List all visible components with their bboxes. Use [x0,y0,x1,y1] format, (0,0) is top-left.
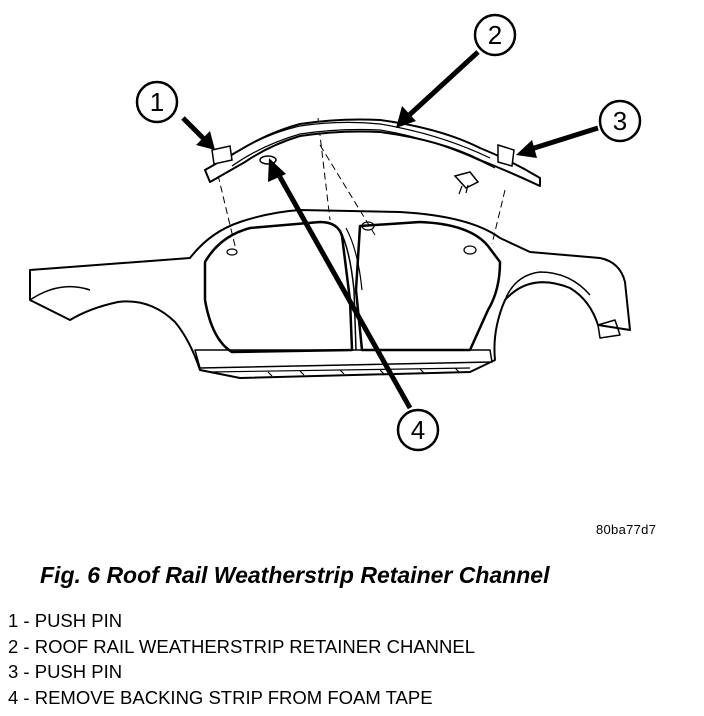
alignment-lines [217,117,506,251]
svg-text:1: 1 [150,87,164,117]
push-pin-left [211,145,233,165]
callout-2: 2 [473,13,517,57]
callout-4: 4 [396,408,440,452]
push-pin-loose [453,171,480,195]
body-side-panel [29,209,631,379]
legend-item: 2 - ROOF RAIL WEATHERSTRIP RETAINER CHAN… [8,635,476,657]
roof-rail-retainer-channel [204,118,541,187]
legend-item: 4 - REMOVE BACKING STRIP FROM FOAM TAPE [8,686,433,708]
callout-1: 1 [135,80,179,124]
callout-3: 3 [598,99,642,143]
leader-lines [181,50,599,410]
push-pin-right [497,143,515,167]
image-reference-code: 80ba77d7 [596,522,657,537]
figure-title: Fig. 6 Roof Rail Weatherstrip Retainer C… [40,562,550,588]
svg-text:4: 4 [411,415,425,445]
svg-text:2: 2 [488,20,502,50]
callout-legend: 1 - PUSH PIN 2 - ROOF RAIL WEATHERSTRIP … [8,608,475,710]
svg-text:3: 3 [613,106,627,136]
legend-item: 1 - PUSH PIN [8,610,123,631]
legend-item: 3 - PUSH PIN [8,661,123,682]
vehicle-body-side-illustration: 1 2 3 4 [29,13,642,452]
